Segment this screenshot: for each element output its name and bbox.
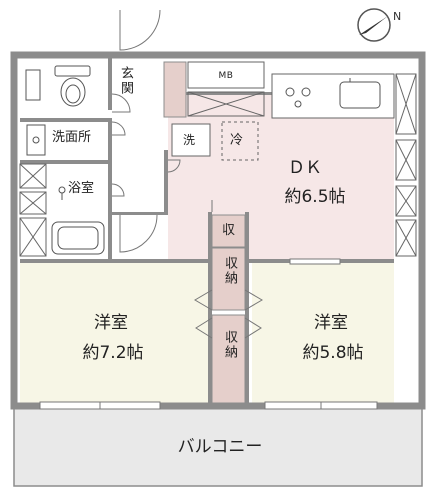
label-mb: MB	[218, 71, 234, 81]
bathtub-icon	[51, 221, 105, 255]
label-dk-size: 約6.5帖	[284, 187, 346, 207]
label-washer: 洗	[183, 133, 196, 147]
label-western-left-name: 洋室	[94, 313, 128, 333]
label-bath: 浴室	[68, 181, 95, 196]
dk-floor	[168, 92, 394, 260]
label-western-right-size: 約5.8帖	[302, 343, 364, 363]
label-storage-1: 収納	[222, 256, 237, 286]
shower-icon	[58, 186, 66, 200]
label-balcony: バルコニー	[177, 437, 263, 457]
washer-spot	[171, 123, 211, 157]
western-left-floor	[20, 263, 212, 406]
kitchen-counter	[271, 73, 395, 119]
storage-1	[211, 247, 246, 311]
label-washroom: 洗面所	[52, 130, 92, 145]
label-dk-name: ＤＫ	[288, 158, 322, 178]
storage-2	[211, 314, 246, 405]
storage-small	[211, 214, 246, 248]
fridge-spot	[221, 121, 259, 161]
label-western-right-name: 洋室	[314, 313, 348, 333]
shelf-box	[187, 91, 265, 117]
duct-shafts-right	[395, 73, 417, 257]
label-western-left-size: 約7.2帖	[82, 343, 144, 363]
toilet-icon	[25, 65, 91, 107]
door-swings	[111, 9, 263, 339]
windows	[39, 258, 378, 410]
sink-icon	[339, 78, 381, 109]
label-entrance: 玄関	[118, 66, 133, 96]
compass-n-label: N	[393, 10, 401, 23]
hallway-floor	[110, 92, 168, 212]
north-arrow-icon: N	[357, 8, 401, 42]
balcony-floor	[13, 405, 423, 487]
duct-shafts-left	[19, 163, 47, 257]
mb-box	[187, 61, 265, 89]
label-storage-small: 収	[221, 223, 235, 238]
shoebox	[163, 61, 187, 118]
wash-basin-icon	[26, 124, 46, 156]
label-storage-2: 収納	[222, 330, 237, 360]
stove-icon	[285, 87, 311, 108]
western-right-floor	[252, 263, 394, 406]
label-fridge: 冷	[230, 133, 244, 148]
